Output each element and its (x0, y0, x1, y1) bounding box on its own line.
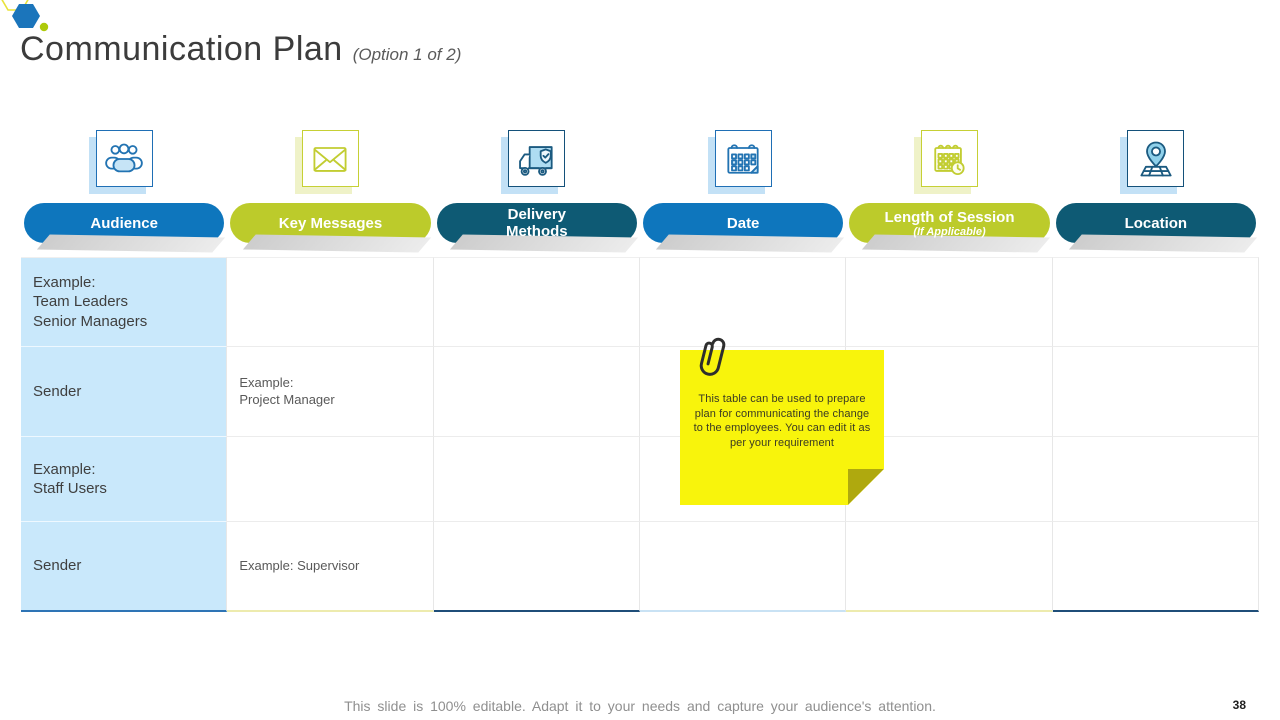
table-cell (1052, 437, 1259, 522)
table-cell-audience: Sender (21, 522, 228, 612)
table-cell (227, 437, 434, 522)
table-cell (227, 257, 434, 347)
table-cell (639, 257, 847, 347)
table-cell (846, 257, 1053, 347)
table-cell-key-messages: Example: Project Manager (227, 347, 434, 437)
table-cell (433, 347, 640, 437)
communication-plan-table: Example: Team Leaders Senior Managers Se… (21, 257, 1259, 612)
page-number: 38 (1232, 698, 1246, 712)
table-cell (1052, 257, 1259, 347)
table-cell (433, 257, 640, 347)
table-cell (639, 522, 847, 612)
header-key-messages: Key Messages (230, 203, 431, 243)
table-cell-audience: Example: Team Leaders Senior Managers (21, 257, 228, 347)
header-length-of-session: Length of Session(If Applicable) (849, 203, 1050, 243)
table-cell (433, 522, 640, 612)
page-subtitle: (Option 1 of 2) (352, 45, 462, 64)
header-delivery-methods: Delivery Methods (436, 203, 637, 243)
table-cell (1052, 347, 1259, 437)
table-cell-audience: Example: Staff Users (21, 437, 228, 522)
hexagons-logo (1, 0, 49, 32)
sticky-note-text: This table can be used to prepare plan f… (693, 393, 871, 449)
table-cell-audience: Sender (21, 347, 228, 437)
delivery-truck-icon (508, 130, 566, 187)
envelope-icon (301, 130, 359, 187)
title-row: Communication Plan (Option 1 of 2) (20, 30, 461, 69)
header-date: Date (642, 203, 844, 243)
paperclip-icon (699, 337, 726, 376)
header-location: Location (1055, 203, 1256, 243)
column-icons-row (21, 130, 1259, 188)
table-cell-key-messages: Example: Supervisor (227, 522, 434, 612)
table-band: Audience Key Messages Delivery Methods D… (21, 130, 1259, 612)
header-audience: Audience (24, 203, 225, 243)
table-cell (433, 437, 640, 522)
column-headers-row: Audience Key Messages Delivery Methods D… (21, 203, 1259, 243)
page-title: Communication Plan (20, 30, 343, 68)
people-group-icon (95, 130, 153, 187)
map-pin-icon (1127, 130, 1185, 187)
footer-note: This slide is 100% editable. Adapt it to… (344, 698, 936, 714)
calendar-icon (714, 130, 772, 187)
table-cell (1052, 522, 1259, 612)
table-cell (846, 522, 1053, 612)
calendar-clock-icon (920, 130, 978, 187)
